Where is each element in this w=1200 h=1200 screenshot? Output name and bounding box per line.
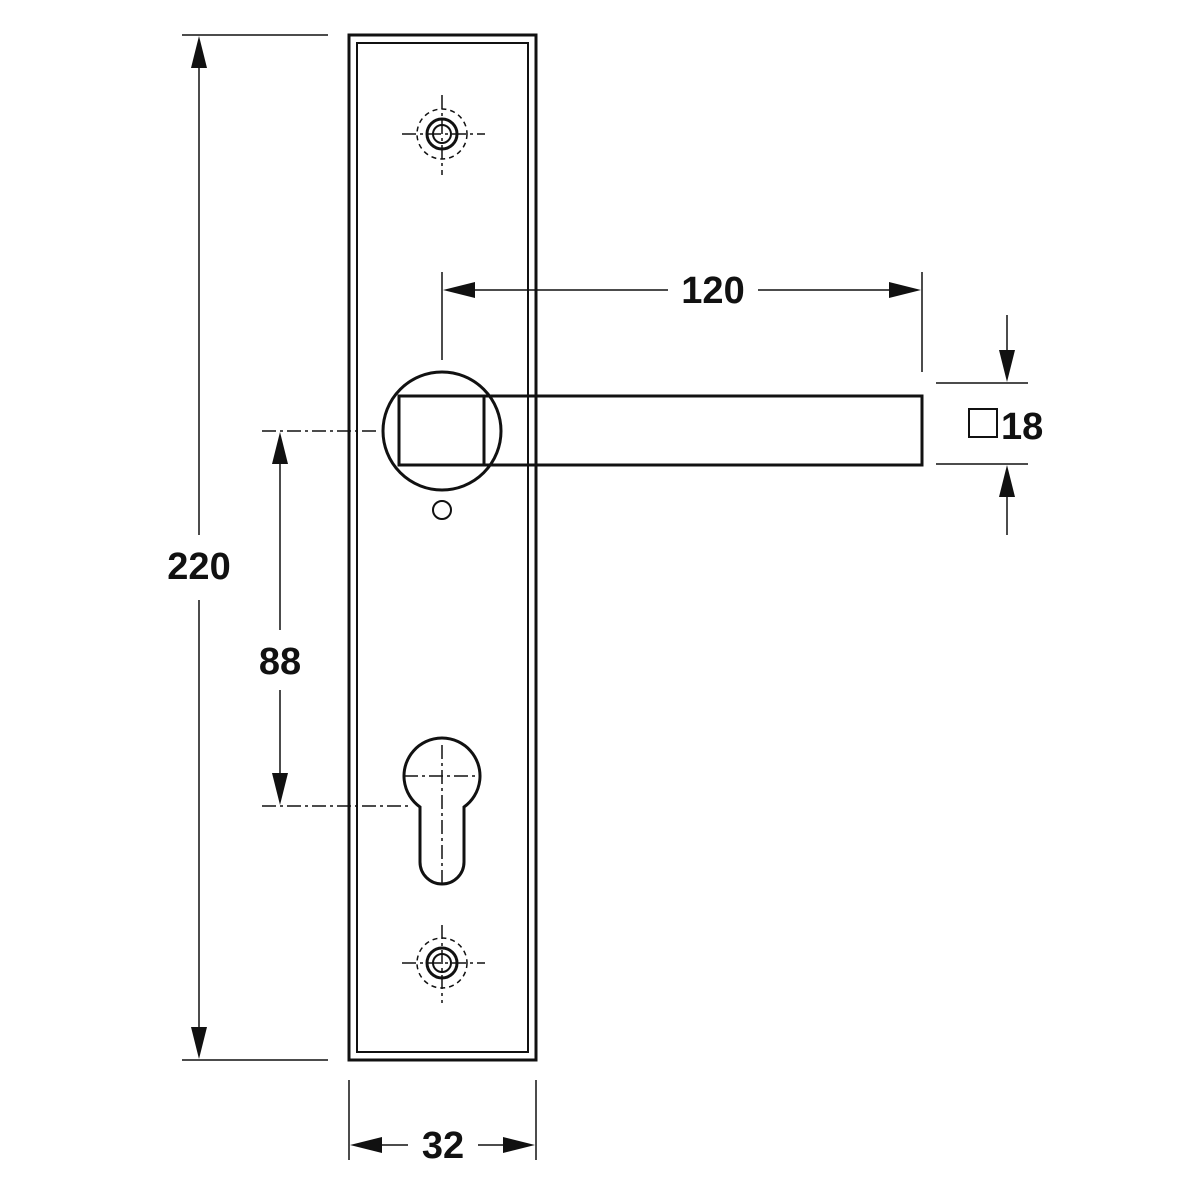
section-arrow-top <box>999 350 1015 382</box>
backplate-outer-edge <box>347 33 538 1062</box>
lever-length-arrow-left <box>443 282 475 298</box>
lever-arm <box>397 394 924 467</box>
dimension-overall-height: 220 <box>167 34 328 1061</box>
width-label: 32 <box>422 1125 464 1167</box>
dimension-lever-length: 120 <box>441 270 923 372</box>
keyhole-profile <box>402 736 482 886</box>
lever-rose <box>381 370 503 492</box>
lever-handle <box>381 370 924 520</box>
center-distance-label: 88 <box>259 641 301 683</box>
backplate-inner-edge <box>356 42 529 1053</box>
rose-fixing-hole <box>432 500 452 520</box>
center-distance-arrow-bottom <box>272 773 288 805</box>
dimension-lever-section: 18 <box>936 315 1043 535</box>
section-label: 18 <box>1001 406 1043 448</box>
width-arrow-right <box>503 1137 535 1153</box>
cylinder-keyhole <box>402 736 482 886</box>
backplate <box>347 33 538 1062</box>
lever-length-label: 120 <box>681 270 744 312</box>
height-label: 220 <box>167 546 230 588</box>
height-arrow-top <box>191 36 207 68</box>
width-arrow-left <box>350 1137 382 1153</box>
square-section-symbol <box>968 408 998 438</box>
lever-length-arrow-right <box>889 282 921 298</box>
dimension-spindle-to-cylinder: 88 <box>259 430 408 807</box>
dimension-plate-width: 32 <box>348 1080 537 1167</box>
height-arrow-bottom <box>191 1027 207 1059</box>
section-arrow-bottom <box>999 465 1015 497</box>
top-screw-hole <box>402 95 485 175</box>
center-distance-arrow-top <box>272 432 288 464</box>
bottom-screw-hole <box>402 925 485 1003</box>
